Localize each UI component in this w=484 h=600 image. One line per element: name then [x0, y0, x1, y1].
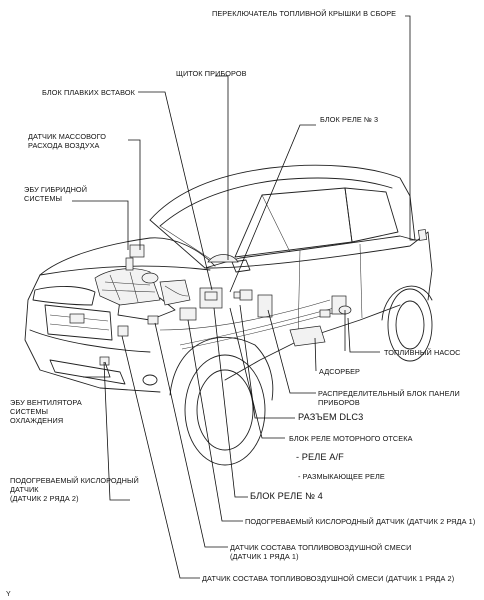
label-combination-meter: ЩИТОК ПРИБОРОВ — [176, 69, 247, 78]
label-af-sensor-bank2: ДАТЧИК СОСТАВА ТОПЛИВОВОЗДУШНОЙ СМЕСИ (Д… — [202, 574, 455, 583]
label-heated-o2-bank1: ПОДОГРЕВАЕМЫЙ КИСЛОРОДНЫЙ ДАТЧИК (ДАТЧИК… — [245, 517, 476, 526]
label-fuse-block: БЛОК ПЛАВКИХ ВСТАВОК — [42, 88, 135, 97]
label-mass-air-flow-line2: РАСХОДА ВОЗДУХА — [28, 141, 100, 150]
label-fan-ecu-line2: СИСТЕМЫ — [10, 407, 49, 416]
label-fan-ecu-line1: ЭБУ ВЕНТИЛЯТОРА — [10, 398, 82, 407]
label-af-relay: - РЕЛЕ A/F — [296, 452, 344, 462]
label-instrument-panel-junction-line1: РАСПРЕДЕЛИТЕЛЬНЫЙ БЛОК ПАНЕЛИ — [318, 389, 460, 398]
label-fan-ecu: ЭБУ ВЕНТИЛЯТОРА СИСТЕМЫ ОХЛАЖДЕНИЯ — [10, 398, 82, 425]
label-engine-room-relay: БЛОК РЕЛЕ МОТОРНОГО ОТСЕКА — [289, 434, 413, 443]
label-heated-o2-bank2-line3: (ДАТЧИК 2 РЯДА 2) — [10, 494, 79, 503]
label-af-sensor-bank1-line2: (ДАТЧИК 1 РЯДА 1) — [230, 552, 299, 561]
label-af-sensor-bank1-line1: ДАТЧИК СОСТАВА ТОПЛИВОВОЗДУШНОЙ СМЕСИ — [230, 543, 412, 552]
label-mass-air-flow: ДАТЧИК МАССОВОГО РАСХОДА ВОЗДУХА — [28, 132, 106, 150]
label-dlc3: РАЗЪЕМ DLC3 — [298, 412, 364, 422]
label-relay-block-4: БЛОК РЕЛЕ № 4 — [250, 491, 323, 501]
label-heated-o2-bank2-line2: ДАТЧИК — [10, 485, 39, 494]
label-heated-o2-bank2-line1: ПОДОГРЕВАЕМЫЙ КИСЛОРОДНЫЙ — [10, 476, 139, 485]
label-hybrid-ecu-line2: СИСТЕМЫ — [24, 194, 63, 203]
label-relay-block-3: БЛОК РЕЛЕ № 3 — [320, 115, 379, 124]
label-instrument-panel-junction: РАСПРЕДЕЛИТЕЛЬНЫЙ БЛОК ПАНЕЛИ ПРИБОРОВ — [318, 389, 460, 407]
label-mass-air-flow-line1: ДАТЧИК МАССОВОГО — [28, 132, 107, 141]
label-fuel-lid-switch: ПЕРЕКЛЮЧАТЕЛЬ ТОПЛИВНОЙ КРЫШКИ В СБОРЕ — [212, 9, 397, 18]
label-hybrid-ecu: ЭБУ ГИБРИДНОЙ СИСТЕМЫ — [24, 185, 87, 203]
label-fuel-pump: ТОПЛИВНЫЙ НАСОС — [384, 348, 461, 357]
label-heated-o2-bank2: ПОДОГРЕВАЕМЫЙ КИСЛОРОДНЫЙ ДАТЧИК (ДАТЧИК… — [10, 476, 139, 503]
label-af-sensor-bank1: ДАТЧИК СОСТАВА ТОПЛИВОВОЗДУШНОЙ СМЕСИ (Д… — [230, 543, 412, 561]
label-hybrid-ecu-line1: ЭБУ ГИБРИДНОЙ — [24, 185, 88, 194]
label-instrument-panel-junction-line2: ПРИБОРОВ — [318, 398, 360, 407]
label-canister: АДСОРБЕР — [319, 367, 361, 376]
leader-lines — [72, 15, 420, 579]
figure-mark: Y — [6, 591, 11, 598]
label-fan-ecu-line3: ОХЛАЖДЕНИЯ — [10, 416, 64, 425]
label-cut-relay: - РАЗМЫКАЮЩЕЕ РЕЛЕ — [298, 472, 385, 481]
car-illustration — [24, 164, 433, 466]
